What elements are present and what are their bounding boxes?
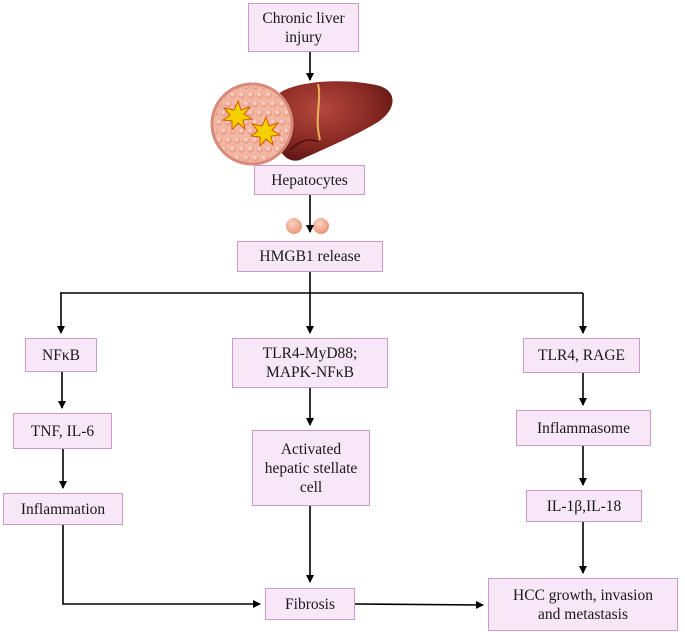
hepatocyte-cell bbox=[233, 136, 241, 144]
arrow-inflammation-to-fibrosis bbox=[62, 525, 261, 608]
hepatocyte-cell bbox=[278, 118, 286, 126]
hepatocyte-cell bbox=[242, 154, 250, 162]
hepatocyte-cell bbox=[242, 136, 250, 144]
node-nfkb: NFκB bbox=[25, 338, 97, 372]
hepatocyte-cell bbox=[264, 109, 273, 117]
node-inflammasome: Inflammasome bbox=[516, 410, 651, 446]
hepatocyte-cell bbox=[224, 136, 232, 144]
hepatocyte-cell bbox=[237, 91, 246, 99]
hepatocyte-cell bbox=[219, 127, 228, 135]
hepatocyte-cell bbox=[242, 100, 250, 108]
hepatocyte-cell bbox=[264, 91, 273, 99]
hepatocyte-cell bbox=[228, 145, 237, 153]
hepatocyte-cell bbox=[278, 86, 286, 90]
hepatocyte-cell bbox=[264, 145, 273, 153]
liver-icon bbox=[272, 81, 393, 161]
node-chronic-liver-injury: Chronic liver injury bbox=[248, 3, 359, 52]
hmgb1-particle-icon bbox=[286, 218, 329, 234]
hepatocyte-cell bbox=[255, 91, 264, 99]
node-tlr4-rage: TLR4, RAGE bbox=[523, 338, 640, 373]
hepatocyte-cell bbox=[215, 118, 223, 126]
node-il1b-il18: IL-1β,IL-18 bbox=[526, 490, 642, 522]
hepatocyte-cell bbox=[246, 145, 255, 153]
hepatocyte-cell bbox=[206, 100, 213, 107]
hepatocyte-cell bbox=[251, 100, 259, 108]
hepatocyte-cell bbox=[251, 154, 259, 162]
hepatocyte-cell bbox=[228, 127, 237, 135]
hepatocyte-cell bbox=[246, 127, 255, 135]
hepatocyte-cell bbox=[224, 100, 232, 108]
hepatocyte-cell bbox=[206, 82, 213, 89]
hepatocyte-cell bbox=[287, 118, 290, 126]
hepatocyte-cell bbox=[214, 145, 219, 153]
hepatocyte-cell bbox=[282, 127, 290, 135]
hepatocyte-cell bbox=[260, 100, 268, 108]
hepatocyte-cell bbox=[214, 91, 219, 99]
hepatocyte-cell bbox=[251, 136, 259, 144]
hepatocyte-cell bbox=[219, 109, 228, 117]
node-activated-hepatic-stellate-cell: Activated hepatic stellate cell bbox=[252, 430, 370, 506]
hepatocyte-cell bbox=[255, 145, 264, 153]
arrow-fibrosis-to-hcc bbox=[354, 600, 484, 609]
hepatocyte-cell bbox=[255, 109, 264, 117]
hepatocyte-cell bbox=[278, 136, 286, 144]
node-hepatocytes: Hepatocytes bbox=[254, 165, 365, 195]
hepatocyte-cell bbox=[237, 145, 246, 153]
hepatocyte-cell bbox=[273, 109, 282, 117]
hepatocyte-cell bbox=[269, 100, 277, 108]
node-tlr4-myd88: TLR4-MyD88; MAPK-NFκB bbox=[232, 338, 388, 388]
hepatocyte-cell bbox=[237, 127, 246, 135]
node-inflammation: Inflammation bbox=[3, 493, 123, 525]
hepatocyte-cell bbox=[215, 154, 223, 162]
hepatocyte-cell bbox=[246, 91, 255, 99]
hepatocyte-cell bbox=[215, 86, 223, 90]
node-tnf-il6: TNF, IL-6 bbox=[13, 413, 112, 449]
node-hcc-growth: HCC growth, invasion and metastasis bbox=[488, 578, 678, 631]
hepatocyte-cell bbox=[206, 136, 213, 143]
node-fibrosis: Fibrosis bbox=[265, 588, 355, 620]
hepatocyte-cell bbox=[228, 91, 237, 99]
hepatocyte-cell bbox=[246, 109, 255, 117]
connectors bbox=[57, 52, 587, 609]
hepatocyte-magnifier-icon bbox=[206, 82, 294, 166]
hepatocyte-cell bbox=[206, 154, 213, 161]
node-hmgb1-release: HMGB1 release bbox=[237, 241, 383, 272]
